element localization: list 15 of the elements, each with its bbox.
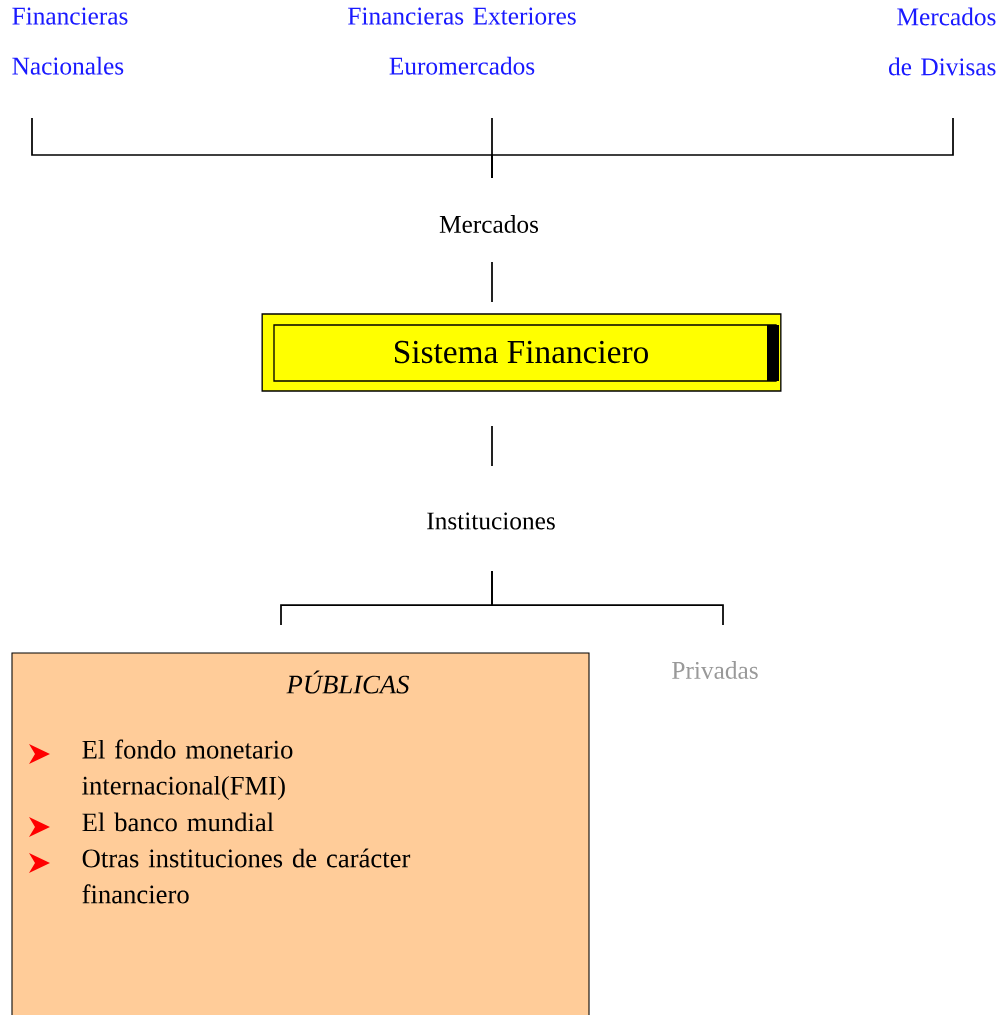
connector-line xyxy=(491,425,493,467)
list-item: El banco mundial xyxy=(82,812,274,832)
heading-text: Financieras Exteriores Euromercados xyxy=(348,7,576,75)
list-item: Otras instituciones de carácter financiero xyxy=(82,848,411,904)
label-text: Privadas xyxy=(672,661,758,679)
list-item: El fondo monetario internacional(FMI) xyxy=(82,739,293,801)
title-box: Sistema Financiero xyxy=(261,313,782,392)
connector-line xyxy=(491,261,493,303)
connector-line xyxy=(491,570,724,626)
heading-text: Mercados de Divisas xyxy=(888,7,996,76)
label-text: Mercados xyxy=(439,215,539,233)
heading-text: Financieras Nacionales xyxy=(12,7,128,75)
label-text: Instituciones xyxy=(427,512,555,530)
connector-line xyxy=(491,117,954,179)
heading-text: PÚBLICAS xyxy=(286,670,410,694)
